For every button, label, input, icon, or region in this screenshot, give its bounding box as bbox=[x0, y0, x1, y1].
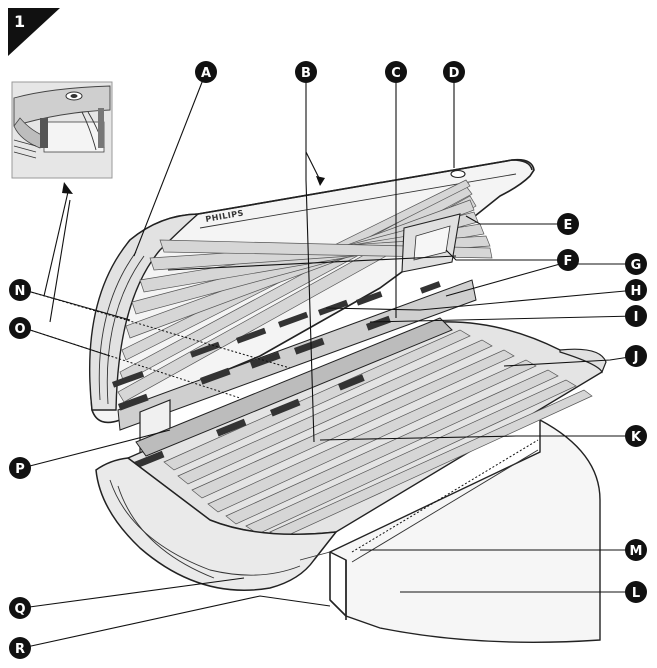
callout-h: H bbox=[625, 279, 647, 301]
callout-m: M bbox=[625, 539, 647, 561]
callout-c: C bbox=[385, 61, 407, 83]
callout-k: K bbox=[625, 425, 647, 447]
svg-text:C: C bbox=[391, 66, 401, 81]
svg-text:K: K bbox=[631, 430, 642, 445]
callout-g: G bbox=[625, 253, 647, 275]
svg-text:I: I bbox=[634, 310, 639, 325]
svg-text:M: M bbox=[630, 544, 643, 559]
svg-text:B: B bbox=[301, 66, 311, 81]
canopy-grilles bbox=[112, 281, 441, 411]
callout-o: O bbox=[9, 317, 31, 339]
callout-n: N bbox=[9, 279, 31, 301]
callout-l: L bbox=[625, 581, 647, 603]
svg-text:G: G bbox=[631, 258, 642, 273]
callout-a: A bbox=[195, 61, 217, 83]
callout-q: Q bbox=[9, 597, 31, 619]
figure-number: 1 bbox=[14, 12, 25, 31]
svg-text:O: O bbox=[14, 322, 25, 337]
callout-j: J bbox=[625, 345, 647, 367]
inset-pointer-arrows bbox=[43, 182, 73, 323]
leader-lines bbox=[21, 71, 637, 649]
svg-text:P: P bbox=[15, 462, 25, 477]
svg-text:F: F bbox=[564, 254, 573, 269]
callout-r: R bbox=[9, 637, 31, 659]
inset-detail bbox=[11, 81, 113, 179]
callout-p: P bbox=[9, 457, 31, 479]
callouts: A B C D E F G H bbox=[9, 61, 647, 659]
svg-text:Q: Q bbox=[14, 602, 25, 617]
bed-tubes bbox=[163, 329, 593, 539]
callout-f: F bbox=[557, 249, 579, 271]
svg-text:L: L bbox=[632, 586, 640, 601]
callout-i: I bbox=[625, 305, 647, 327]
callout-d: D bbox=[443, 61, 465, 83]
svg-text:E: E bbox=[564, 218, 573, 233]
bed-grilles bbox=[134, 374, 365, 469]
canopy: PHILIPS bbox=[89, 158, 535, 431]
svg-text:H: H bbox=[631, 284, 642, 299]
svg-text:R: R bbox=[15, 642, 25, 657]
svg-text:D: D bbox=[449, 66, 460, 81]
bed bbox=[95, 317, 607, 643]
svg-text:A: A bbox=[201, 66, 211, 81]
callout-e: E bbox=[557, 213, 579, 235]
callout-b: B bbox=[295, 61, 317, 83]
svg-text:N: N bbox=[15, 284, 26, 299]
figure-number-tab: 1 bbox=[8, 8, 60, 56]
svg-text:J: J bbox=[633, 350, 639, 365]
